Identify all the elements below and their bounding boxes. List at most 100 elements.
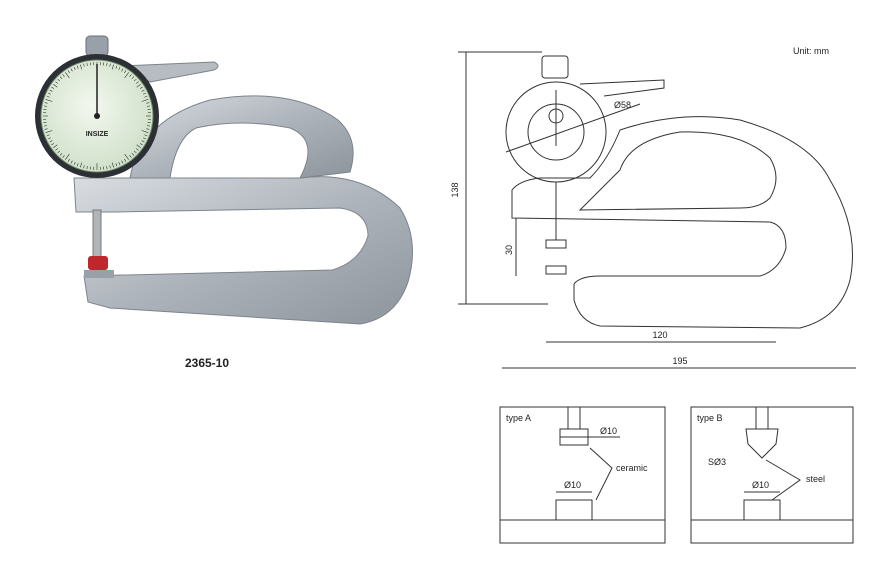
b-sphere-radius: SØ3 xyxy=(708,457,726,467)
dial-tick xyxy=(115,163,118,167)
dim-dial: Ø58 xyxy=(614,100,631,110)
dial-crown xyxy=(85,35,109,57)
dial-tick xyxy=(44,102,48,104)
dial-hub xyxy=(94,113,100,119)
dial-tick xyxy=(57,150,61,154)
lower-contact xyxy=(545,265,567,275)
dial-tick xyxy=(70,68,73,72)
dial-tick xyxy=(111,162,114,168)
dial-tick xyxy=(46,95,50,98)
dial-tick xyxy=(73,162,76,165)
detail-b-border xyxy=(690,406,854,544)
dim-length: 195 xyxy=(672,356,687,366)
dial-tick xyxy=(51,86,55,89)
dimension-drawing xyxy=(458,51,856,369)
dial-tick xyxy=(124,153,129,160)
a-lower-contact xyxy=(555,499,593,521)
dial-tick xyxy=(147,105,151,107)
dial-tick xyxy=(67,158,70,162)
dial-tick xyxy=(109,165,111,169)
dial-tick xyxy=(141,99,149,102)
dial-tick xyxy=(43,125,47,127)
dial-tick xyxy=(136,144,141,148)
dial-tick xyxy=(55,148,58,151)
dial-tick xyxy=(133,150,137,154)
dial-tick xyxy=(136,84,141,88)
dial-tick xyxy=(146,128,150,130)
dial-tick xyxy=(131,76,135,80)
dial-tick xyxy=(106,62,108,66)
dial-tick xyxy=(67,70,70,74)
dial-ticks xyxy=(43,62,151,170)
dial-tick xyxy=(109,63,111,67)
detail-a-border xyxy=(499,406,666,544)
dial-tick xyxy=(65,153,70,160)
dial-tick xyxy=(48,92,51,95)
dial-tick xyxy=(124,72,129,79)
dial-tick xyxy=(124,70,127,74)
b-leader xyxy=(765,459,801,501)
dial-tick xyxy=(141,130,149,133)
frame-body xyxy=(73,176,413,325)
dial-tick xyxy=(76,163,79,167)
dial-tick xyxy=(139,86,143,89)
dial-tick xyxy=(76,65,79,69)
dial-tick xyxy=(44,128,48,130)
dial-tick xyxy=(144,134,148,137)
dial-tick xyxy=(146,102,150,104)
lever-outline xyxy=(579,79,665,97)
frame-handle xyxy=(129,95,354,179)
detail-b-title: type B xyxy=(697,413,723,423)
dial-tick xyxy=(115,65,118,69)
dial-tick xyxy=(141,89,145,92)
spindle xyxy=(92,209,102,259)
dial-tick xyxy=(57,78,61,82)
dial-tick xyxy=(118,67,121,70)
dial-tick xyxy=(51,143,55,146)
dial-tick xyxy=(106,166,108,170)
dial-tick xyxy=(80,64,83,70)
crown-outline xyxy=(541,55,569,79)
dial-tick xyxy=(111,64,114,70)
dial-tick xyxy=(86,62,88,66)
upper-contact xyxy=(545,239,567,249)
dial-tick xyxy=(53,144,58,148)
b-base xyxy=(690,519,854,544)
dial-tick xyxy=(143,137,146,140)
dial-tick xyxy=(129,155,132,158)
b-lower-diameter: Ø10 xyxy=(752,480,769,490)
a-lower-diameter: Ø10 xyxy=(564,480,581,490)
detail-type-a xyxy=(499,406,666,544)
model-number: 2365-10 xyxy=(185,356,229,370)
dial-tick xyxy=(131,152,135,156)
dial-leader xyxy=(505,103,641,153)
dial-tick xyxy=(48,137,51,140)
a-base xyxy=(499,519,666,544)
a-material: ceramic xyxy=(616,463,648,473)
dial-tick xyxy=(49,89,53,92)
b-material: steel xyxy=(806,474,825,484)
outline-frame xyxy=(511,116,853,329)
dial-tick xyxy=(59,152,63,156)
dial-tick xyxy=(124,158,127,162)
dial-tick xyxy=(136,148,139,151)
b-lower-contact xyxy=(743,499,781,521)
dial-tick xyxy=(73,67,76,70)
dim-depth: 120 xyxy=(652,330,667,340)
dial-brand: INSIZE xyxy=(86,131,109,138)
dial-tick xyxy=(62,74,65,77)
a-upper-diameter: Ø10 xyxy=(600,426,617,436)
dial-tick xyxy=(141,140,145,143)
dial-tick xyxy=(70,160,73,164)
unit-note: Unit: mm xyxy=(793,46,829,56)
dim-height: 138 xyxy=(450,182,460,197)
dial-tick xyxy=(59,76,63,80)
dial-tick xyxy=(43,105,47,107)
a-stem xyxy=(567,406,581,430)
b-spherical-tip xyxy=(745,428,779,459)
dial-tick xyxy=(118,162,121,165)
dial-tick xyxy=(86,166,88,170)
dim-gap: 30 xyxy=(504,245,514,255)
dial-tick xyxy=(80,162,83,168)
